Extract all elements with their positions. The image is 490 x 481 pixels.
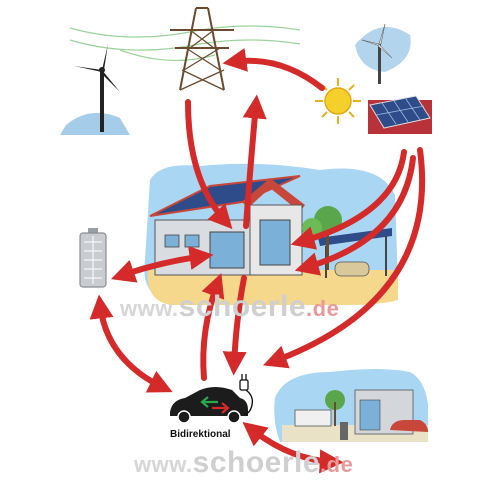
arrow-car-to-house-1 [200, 273, 225, 381]
arrow-solar-to-house-2 [294, 155, 416, 276]
sun-icon [315, 78, 361, 124]
arrow-solar-to-house-1 [290, 149, 407, 250]
watermark-top: www.schoerle.de [120, 290, 340, 323]
arrow-house-to-car [222, 275, 247, 376]
arrow-pylon-to-house [185, 99, 233, 230]
arrow-battery-to-car [89, 294, 173, 393]
plug-icon [239, 374, 254, 415]
arrow-car-to-charger [242, 422, 344, 474]
arrow-solar-to-car [262, 147, 426, 369]
car-label: Bidirektional [170, 429, 231, 440]
wind-turbine-small-icon [355, 23, 411, 84]
arrow-house-to-pylon [242, 94, 267, 229]
battery-icon [79, 228, 107, 288]
rooftop-solar-icon [368, 95, 432, 134]
house-scene [144, 163, 398, 305]
wind-turbine-icon [60, 44, 130, 135]
watermark-bottom: www.schoerle.de [134, 446, 354, 479]
arrow-sun-to-pylon [222, 48, 325, 91]
electric-car-icon [170, 387, 248, 424]
charging-station-icon [274, 369, 428, 442]
power-pylon-icon [69, 7, 301, 91]
arrow-house-to-battery [110, 246, 214, 283]
